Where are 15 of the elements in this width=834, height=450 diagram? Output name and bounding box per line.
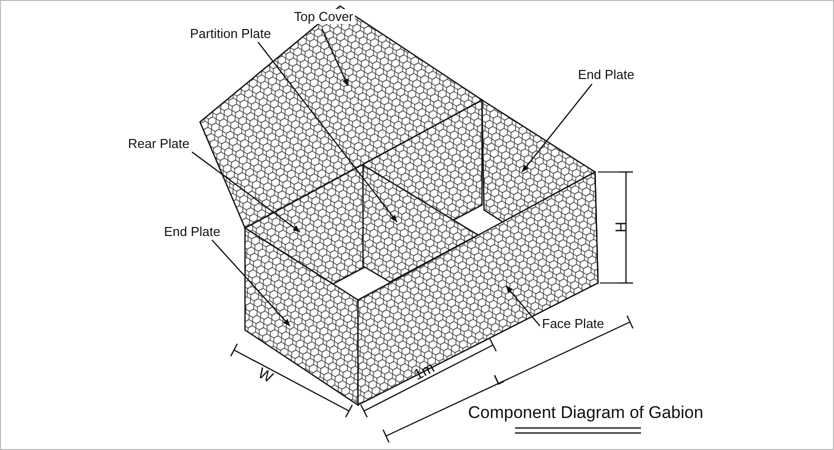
part-label: End Plate: [576, 67, 636, 82]
dimension-label: H: [611, 222, 628, 232]
diagram-title: Component Diagram of Gabion: [468, 403, 704, 423]
leader-line: [192, 152, 300, 232]
part-label: Top Cover: [292, 9, 356, 24]
part-label: Rear Plate: [126, 136, 192, 151]
dimension-label: W: [255, 366, 276, 386]
end-plate-mesh: [244, 226, 359, 406]
leader-line: [212, 240, 290, 326]
leader-line: [522, 84, 592, 172]
part-label: Face Plate: [540, 316, 606, 331]
part-label: End Plate: [162, 224, 222, 239]
leader-line: [321, 28, 349, 86]
part-label: Partition Plate: [188, 26, 273, 41]
leader-line: [258, 42, 398, 222]
